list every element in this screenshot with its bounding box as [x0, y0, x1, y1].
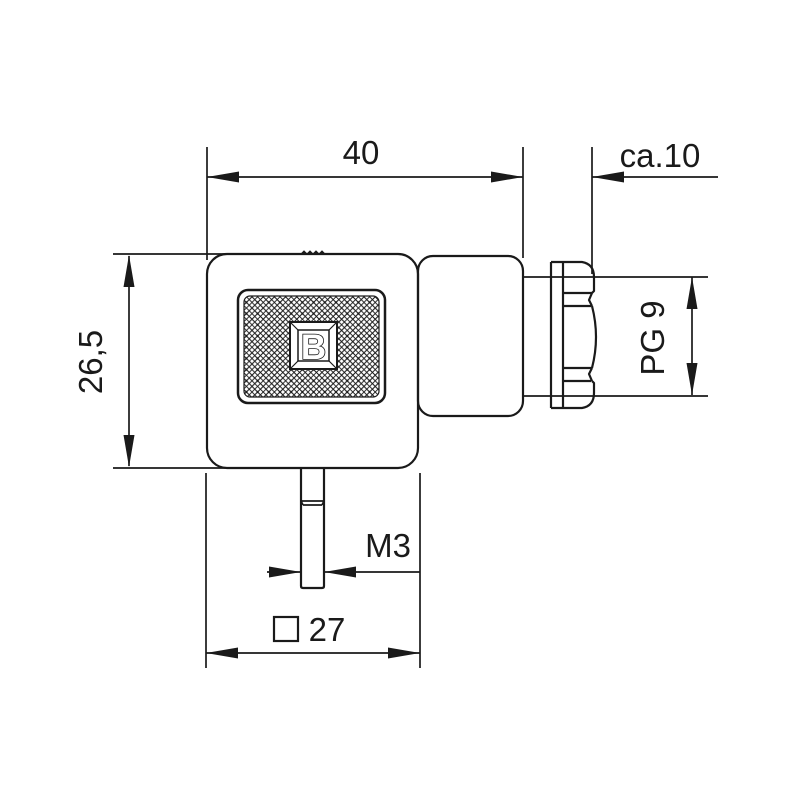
dimension-gland-thread: PG 9 [634, 277, 698, 395]
emblem-frame: B [289, 321, 338, 370]
dimension-body-square: 27 [205, 473, 421, 668]
dimension-text-gland-thread: PG 9 [634, 300, 671, 375]
m3-screw [299, 468, 326, 590]
cable-gland [549, 260, 598, 410]
dimension-text-body-height: 26,5 [72, 330, 109, 394]
knurled-label-panel: B [236, 288, 387, 405]
square-symbol-icon [272, 615, 300, 643]
emblem-letter-b: B [301, 328, 326, 367]
dimension-text-body-square: 27 [309, 611, 346, 648]
dimension-body-height: 26,5 [72, 253, 240, 469]
pg9-extension-lines [523, 276, 708, 397]
dimension-text-screw-thread: M3 [365, 527, 411, 564]
gland-boss [416, 254, 525, 418]
dimension-screw-thread: M3 [267, 527, 420, 578]
dimension-text-gland-length: ca.10 [620, 137, 701, 174]
dimension-gland-length: ca.10 [591, 137, 718, 274]
dimension-text-overall-width: 40 [343, 134, 380, 171]
dimension-overall-width: 40 [206, 134, 524, 260]
top-rib-detail [299, 250, 327, 255]
